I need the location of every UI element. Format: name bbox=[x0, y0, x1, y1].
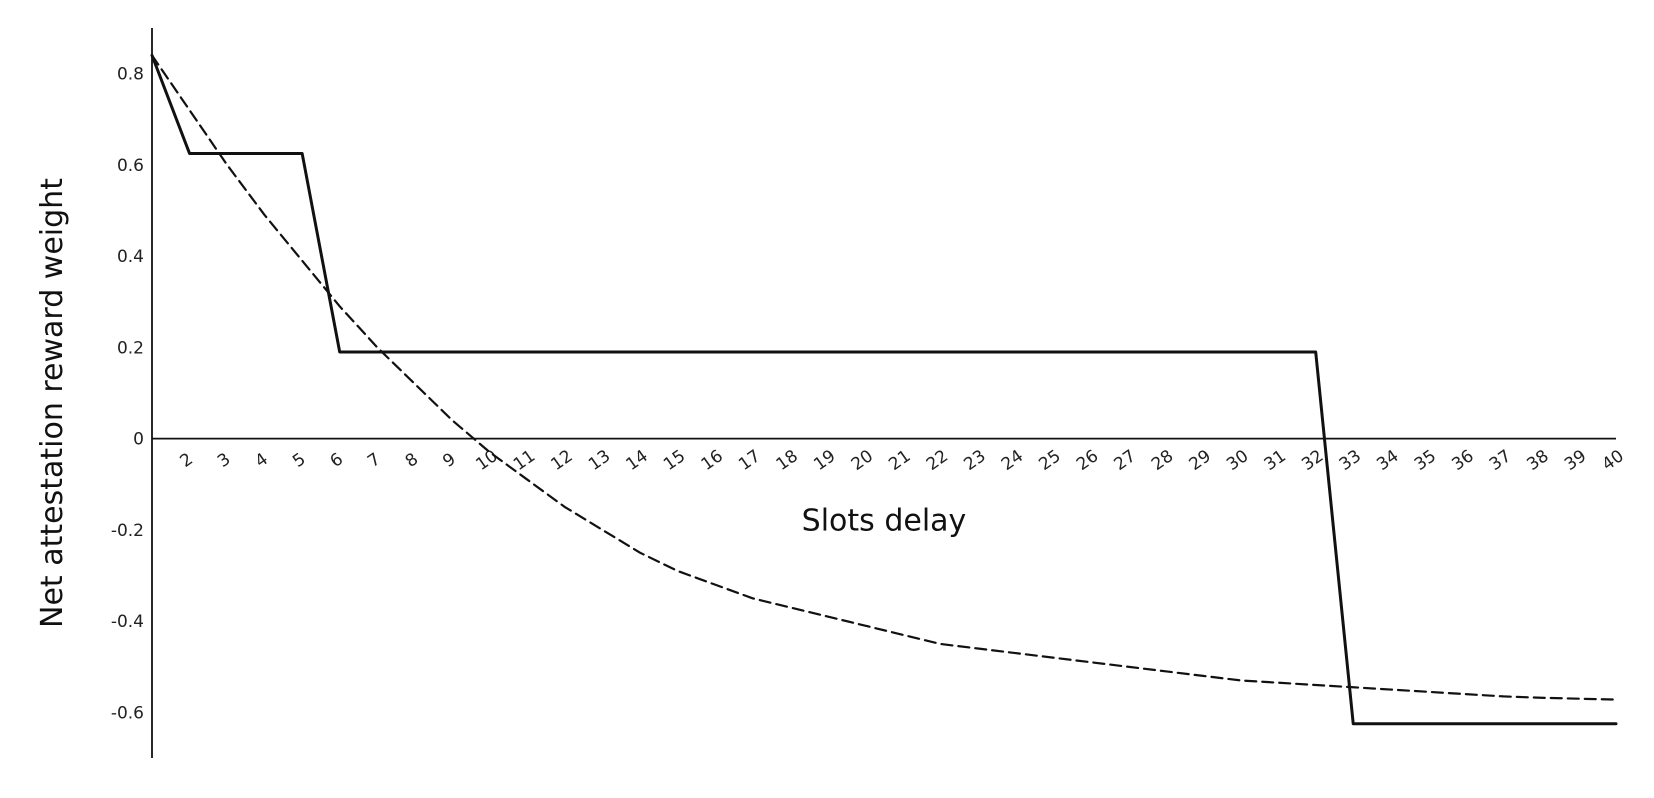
y-tick-label: 0.8 bbox=[117, 65, 144, 85]
x-tick-label: 20 bbox=[848, 446, 877, 475]
y-tick-label: -0.4 bbox=[111, 612, 144, 632]
x-tick-label: 16 bbox=[698, 446, 727, 475]
x-tick-label: 22 bbox=[923, 446, 952, 475]
x-tick-label: 31 bbox=[1261, 446, 1290, 475]
y-axis-title: Net attestation reward weight bbox=[35, 178, 70, 628]
x-tick-label: 14 bbox=[623, 446, 652, 475]
y-tick-label: 0.6 bbox=[117, 156, 144, 176]
y-axis-ticks: 0.8 0.6 0.4 0.2 0 -0.2 -0.4 -0.6 bbox=[111, 65, 144, 724]
y-tick-label: -0.6 bbox=[111, 703, 144, 723]
x-tick-label: 26 bbox=[1073, 446, 1102, 475]
x-tick-label: 17 bbox=[735, 446, 764, 475]
x-tick-label: 7 bbox=[364, 449, 384, 472]
x-tick-label: 13 bbox=[585, 446, 614, 475]
x-tick-label: 6 bbox=[327, 449, 347, 472]
x-tick-label: 5 bbox=[289, 449, 309, 472]
x-tick-label: 8 bbox=[402, 449, 422, 472]
x-tick-label: 33 bbox=[1336, 446, 1365, 475]
x-tick-label: 39 bbox=[1561, 446, 1590, 475]
x-tick-label: 35 bbox=[1411, 446, 1440, 475]
x-tick-label: 9 bbox=[439, 449, 459, 472]
y-tick-label: 0.2 bbox=[117, 338, 144, 358]
chart-axes bbox=[151, 28, 1616, 758]
x-tick-label: 38 bbox=[1523, 446, 1552, 475]
x-tick-label: 36 bbox=[1448, 446, 1477, 475]
series-dashed-line bbox=[150, 54, 1618, 701]
x-tick-label: 12 bbox=[547, 446, 576, 475]
y-tick-label: 0.4 bbox=[117, 247, 144, 267]
x-tick-label: 3 bbox=[214, 449, 234, 472]
x-tick-label: 37 bbox=[1486, 446, 1515, 475]
y-tick-label: 0 bbox=[133, 430, 144, 450]
series-solid-line bbox=[150, 53, 1618, 726]
x-tick-label: 34 bbox=[1373, 446, 1402, 475]
x-tick-label: 19 bbox=[810, 446, 839, 475]
x-tick-label: 2 bbox=[176, 449, 196, 472]
x-tick-label: 40 bbox=[1599, 446, 1628, 475]
x-tick-label: 30 bbox=[1223, 446, 1252, 475]
x-tick-label: 18 bbox=[773, 446, 802, 475]
x-tick-label: 24 bbox=[998, 446, 1027, 475]
x-tick-label: 21 bbox=[885, 446, 914, 475]
x-tick-label: 23 bbox=[960, 446, 989, 475]
x-axis-title: Slots delay bbox=[802, 504, 967, 539]
x-tick-label: 28 bbox=[1148, 446, 1177, 475]
x-tick-label: 29 bbox=[1186, 446, 1215, 475]
chart-series bbox=[150, 53, 1618, 726]
y-tick-label: -0.2 bbox=[111, 521, 144, 541]
x-tick-label: 32 bbox=[1298, 446, 1327, 475]
x-tick-label: 27 bbox=[1111, 446, 1140, 475]
x-tick-label: 15 bbox=[660, 446, 689, 475]
x-tick-label: 25 bbox=[1035, 446, 1064, 475]
x-tick-label: 4 bbox=[252, 449, 272, 472]
